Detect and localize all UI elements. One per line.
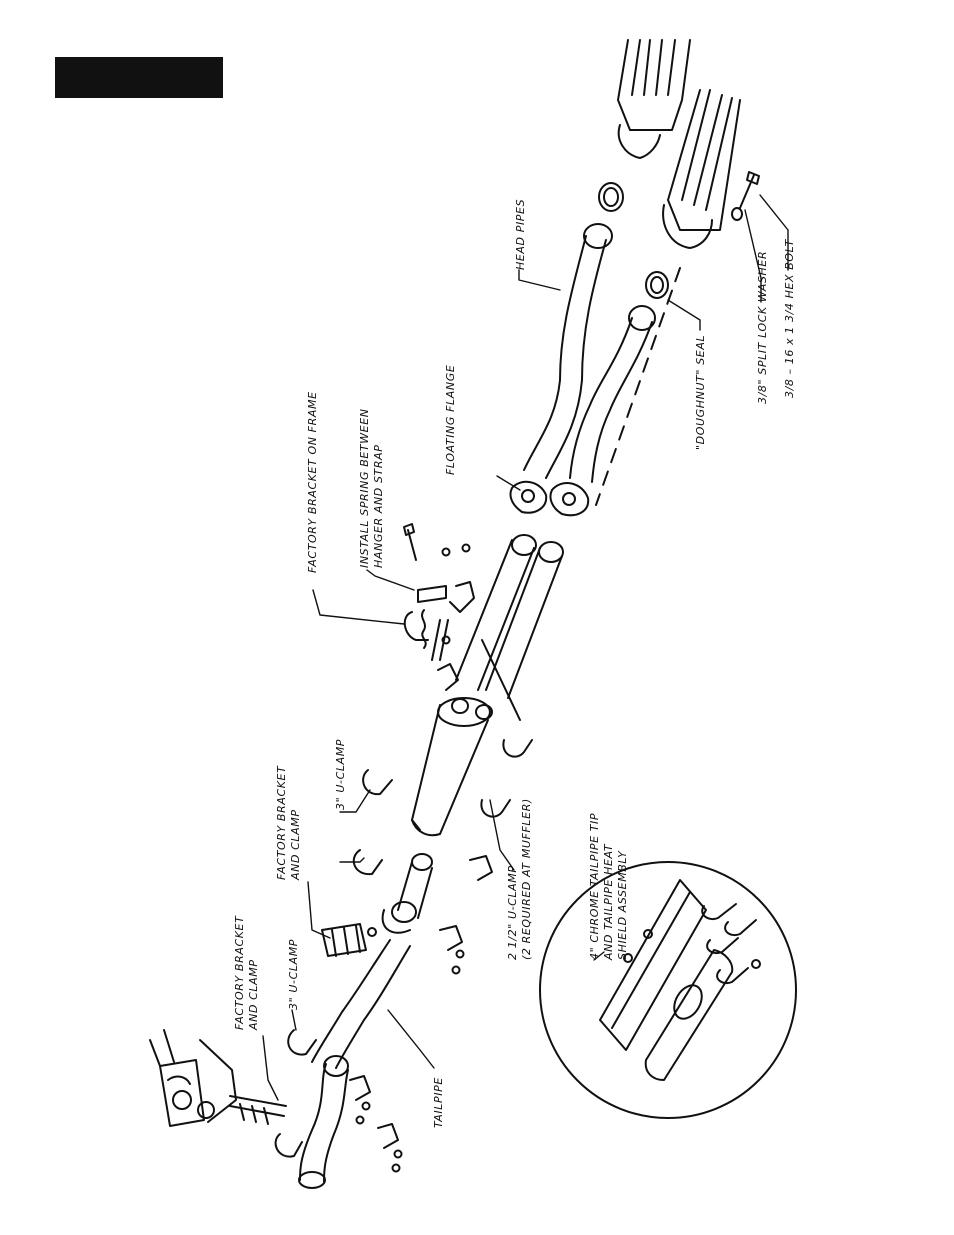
label-u-clamp-small: 2 1/2" U-CLAMP (2 REQUIRED AT MUFFLER) <box>506 798 533 960</box>
doughnut-seals <box>598 182 669 299</box>
label-head-pipes: HEAD PIPES <box>514 198 527 270</box>
header-bar <box>55 57 223 98</box>
muffler <box>411 697 493 837</box>
floating-flanges <box>509 480 590 517</box>
label-u-clamp-3-lower: 3" U-CLAMP <box>287 938 300 1010</box>
connector-pipe <box>381 853 433 934</box>
small-u-clamps <box>469 739 533 881</box>
label-u-clamp-3-upper: 3" U-CLAMP <box>334 738 347 810</box>
factory-bracket-left <box>149 1029 303 1158</box>
label-factory-bracket-clamp-mid: FACTORY BRACKET AND CLAMP <box>275 765 302 880</box>
label-factory-bracket-frame: FACTORY BRACKET ON FRAME <box>306 391 319 573</box>
label-hex-bolt: 3/8 – 16 x 1 3/4 HEX BOLT <box>783 239 796 398</box>
label-floating-flange: FLOATING FLANGE <box>444 364 457 475</box>
head-pipes <box>523 223 681 506</box>
hanger-spring-assembly <box>403 523 475 691</box>
label-split-lock-washer: 3/8" SPLIT LOCK WASHER <box>756 250 769 404</box>
frame-rails <box>617 39 741 249</box>
label-tailpipe: TAILPIPE <box>432 1077 445 1128</box>
intermediate-pipes <box>455 534 564 721</box>
label-install-spring: INSTALL SPRING BETWEEN HANGER AND STRAP <box>358 408 385 568</box>
label-factory-bracket-clamp-left: FACTORY BRACKET AND CLAMP <box>233 915 260 1030</box>
three-inch-u-clamps <box>352 769 465 975</box>
factory-bracket-mid <box>321 923 377 957</box>
detail-inset <box>539 861 797 1119</box>
tailpipe <box>298 939 411 1189</box>
lower-clamps <box>287 1029 403 1173</box>
label-doughnut-seal: "DOUGHNUT" SEAL <box>694 334 707 450</box>
hex-bolt-and-washer <box>731 171 760 221</box>
label-chrome-tip: 4" CHROME TAILPIPE TIP AND TAILPIPE HEAT… <box>588 812 629 960</box>
leader-lines <box>262 194 789 1101</box>
